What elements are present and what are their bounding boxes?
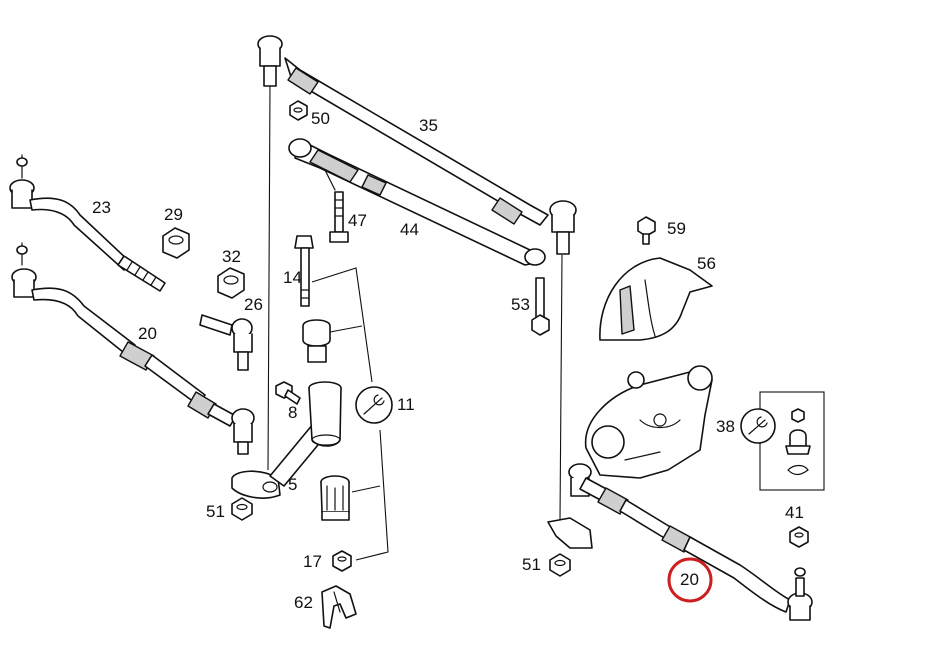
- label-47: 47: [348, 211, 367, 230]
- part-51-right-nut: [549, 553, 571, 577]
- label-56: 56: [697, 254, 716, 273]
- label-20-left: 20: [138, 324, 157, 343]
- part-29-nut: [162, 227, 190, 259]
- part-47-bolt: [329, 191, 349, 243]
- part-59-bolt: [637, 216, 656, 245]
- part-56-shield: [599, 257, 713, 341]
- part-20-left-tie-rod: [11, 242, 255, 455]
- part-32-nut: [217, 267, 245, 299]
- part-50-nut: [289, 100, 308, 121]
- label-11: 11: [397, 395, 415, 414]
- label-51-right: 51: [522, 555, 541, 574]
- steering-gear-box: [584, 365, 713, 479]
- part-17-nut: [332, 550, 352, 572]
- label-59: 59: [667, 219, 686, 238]
- part-44-link: [288, 138, 546, 266]
- label-41: 41: [785, 503, 804, 522]
- part-62-bracket: [321, 585, 357, 629]
- label-35: 35: [419, 116, 438, 135]
- idler-bracket: [308, 381, 342, 447]
- label-51-left: 51: [206, 502, 225, 521]
- label-20-right: 20: [680, 570, 699, 589]
- part-8-bolt: [275, 381, 301, 405]
- label-44: 44: [400, 220, 419, 239]
- label-8: 8: [288, 403, 297, 422]
- label-32: 32: [222, 247, 241, 266]
- part-bushing: [302, 319, 331, 363]
- label-23: 23: [92, 198, 111, 217]
- part-20-right-tie-rod: [579, 477, 813, 621]
- highlight-circle: [667, 557, 713, 603]
- label-62: 62: [294, 593, 313, 612]
- label-17: 17: [303, 552, 322, 571]
- support-lines: [267, 84, 563, 521]
- pitman-arm: [547, 463, 593, 549]
- spline-shaft: [320, 475, 350, 521]
- part-labels: 50 35 23 29 47 44 59 32 14 56 26 20 53 1…: [92, 109, 804, 612]
- label-50: 50: [311, 109, 330, 128]
- part-53-bolt: [531, 277, 550, 336]
- part-11-bracket: [311, 267, 393, 561]
- label-53: 53: [511, 295, 530, 314]
- part-26-ball-stud: [199, 314, 253, 371]
- part-23-tie-rod: [9, 154, 166, 292]
- part-38-repair-kit: [740, 391, 825, 491]
- label-5: 5: [288, 475, 297, 494]
- part-41-nut: [789, 526, 809, 548]
- part-35-drag-link: [257, 35, 577, 255]
- label-38: 38: [716, 417, 735, 436]
- label-14: 14: [283, 268, 302, 287]
- label-29: 29: [164, 205, 183, 224]
- part-51-left-nut: [231, 497, 253, 521]
- part-14-bolt: [294, 235, 314, 307]
- label-26: 26: [244, 295, 263, 314]
